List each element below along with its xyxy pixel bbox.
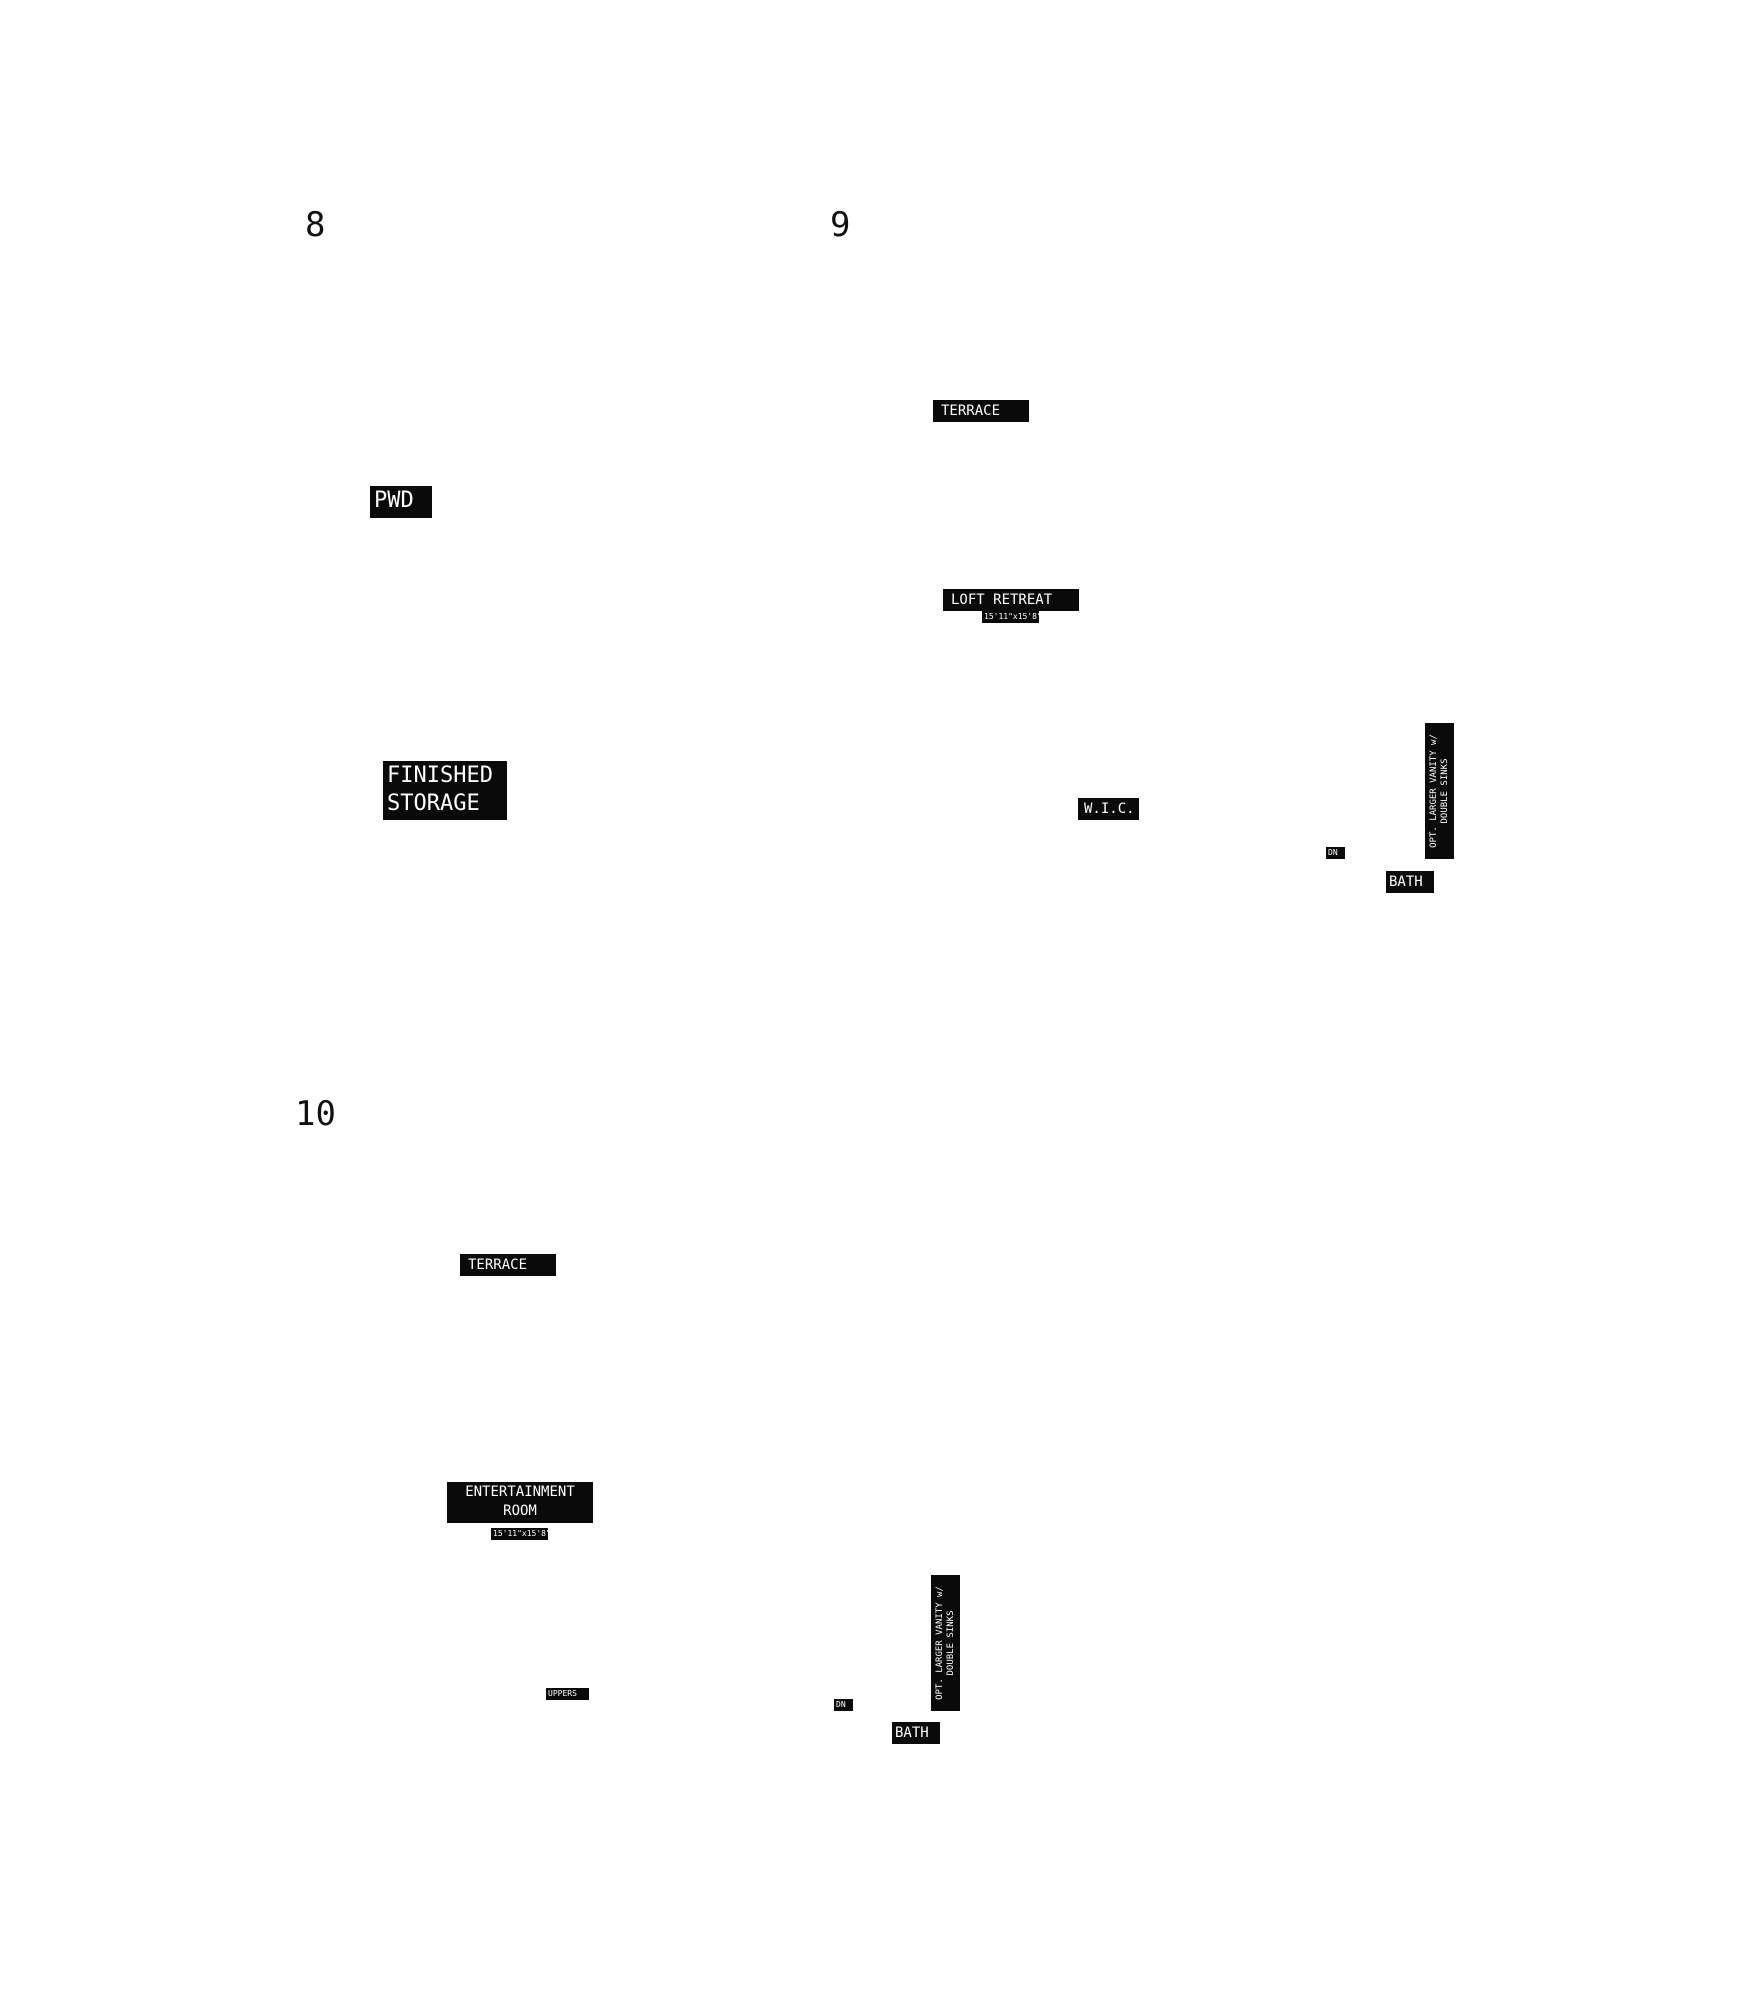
room-dimension-entertainment-room: 15'11"x15'8" <box>491 1528 548 1540</box>
room-label-pwd: PWD <box>370 486 432 518</box>
stair-label-dn-9: DN <box>1326 847 1345 859</box>
room-label-loft-retreat: LOFT RETREAT <box>943 589 1079 611</box>
vanity-10-line-2: DOUBLE SINKS <box>945 1610 956 1676</box>
finished-storage-line-1: FINISHED <box>387 763 493 788</box>
room-label-pwd-text: PWD <box>374 488 414 513</box>
note-opt-larger-vanity-9-text: OPT. LARGER VANITY w/ DOUBLE SINKS <box>1429 734 1451 848</box>
entertainment-line-2: ROOM <box>503 1503 537 1519</box>
room-label-bath-9: BATH <box>1386 871 1434 893</box>
entertainment-line-1: ENTERTAINMENT <box>465 1484 575 1500</box>
plan-number-9: 9 <box>830 205 851 245</box>
label-uppers: UPPERS <box>546 1688 589 1700</box>
plan-number-10: 10 <box>295 1094 336 1134</box>
room-label-wic: W.I.C. <box>1078 798 1139 820</box>
note-opt-larger-vanity-9: OPT. LARGER VANITY w/ DOUBLE SINKS <box>1425 723 1454 859</box>
vanity-9-line-1: OPT. LARGER VANITY w/ <box>1428 734 1439 848</box>
room-label-terrace-10: TERRACE <box>460 1254 556 1276</box>
note-opt-larger-vanity-10-text: OPT. LARGER VANITY w/ DOUBLE SINKS <box>935 1586 957 1700</box>
finished-storage-line-2: STORAGE <box>387 791 480 816</box>
stair-label-dn-10: DN <box>834 1699 853 1711</box>
room-label-terrace-9: TERRACE <box>933 400 1029 422</box>
vanity-10-line-1: OPT. LARGER VANITY w/ <box>934 1586 945 1700</box>
room-label-entertainment-room: ENTERTAINMENT ROOM <box>447 1482 593 1523</box>
room-label-finished-storage: FINISHED STORAGE <box>383 761 507 820</box>
room-label-bath-10: BATH <box>892 1722 940 1744</box>
note-opt-larger-vanity-10: OPT. LARGER VANITY w/ DOUBLE SINKS <box>931 1575 960 1711</box>
room-dimension-loft-retreat: 15'11"x15'8" <box>982 611 1039 623</box>
vanity-9-line-2: DOUBLE SINKS <box>1439 758 1450 824</box>
plan-number-8: 8 <box>305 205 326 245</box>
